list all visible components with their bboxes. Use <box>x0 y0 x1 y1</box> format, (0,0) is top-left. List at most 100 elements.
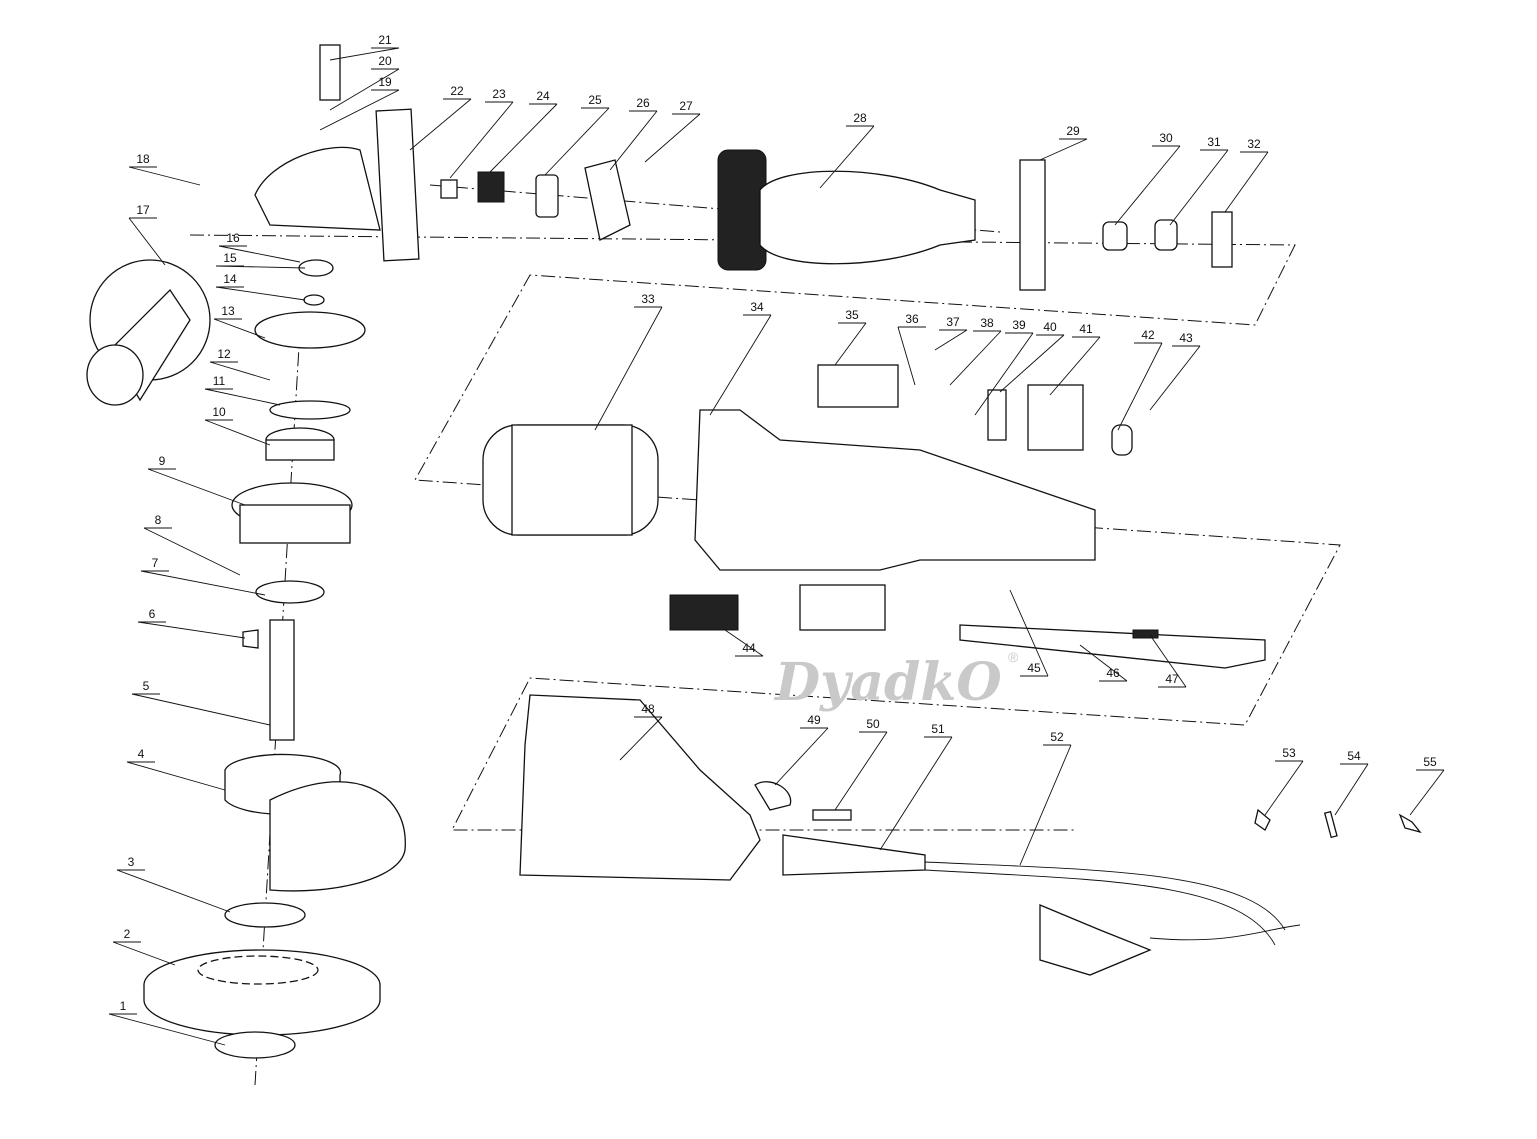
part-label-35: 35 <box>834 308 867 366</box>
leader-line <box>1019 744 1072 866</box>
spindle-5 <box>269 619 295 741</box>
leader-line <box>709 314 772 416</box>
part-number: 25 <box>588 93 602 107</box>
leader-line <box>140 570 266 596</box>
outer-nut-1 <box>214 1031 296 1059</box>
leader-line <box>128 217 166 266</box>
part-number: 6 <box>149 607 156 621</box>
part-number: 8 <box>155 513 162 527</box>
part-label-15: 15 <box>215 251 306 269</box>
part-number: 13 <box>221 304 235 318</box>
leader-line <box>1149 345 1201 411</box>
leader-line <box>1169 149 1229 226</box>
disc-2-ring <box>197 955 319 985</box>
part-label-54: 54 <box>1334 749 1369 816</box>
guard-4 <box>269 781 406 892</box>
part-label-38: 38 <box>949 316 1002 386</box>
part-number: 28 <box>853 111 867 125</box>
part-number: 7 <box>152 556 159 570</box>
brush-holder-32 <box>1211 211 1233 268</box>
part-label-48: 48 <box>619 702 663 761</box>
housing-plate-22 <box>375 108 420 262</box>
leader-line <box>1264 760 1304 816</box>
gear-24 <box>477 171 505 203</box>
part-number: 20 <box>378 54 392 68</box>
part-number: 39 <box>1012 318 1026 332</box>
leader-line <box>1224 151 1269 213</box>
side-handle-17-end <box>86 344 144 406</box>
part-number: 18 <box>136 152 150 166</box>
part-number: 19 <box>378 75 392 89</box>
leader-line <box>215 265 306 269</box>
part-number: 48 <box>641 702 655 716</box>
part-label-22: 22 <box>409 84 472 151</box>
leader-line <box>619 716 663 761</box>
switch-bar-46 <box>959 624 1266 669</box>
part-label-20: 20 <box>329 54 400 111</box>
part-label-34: 34 <box>709 300 772 416</box>
leader-line <box>137 621 246 639</box>
part-number: 38 <box>980 316 994 330</box>
leader-line <box>126 761 226 791</box>
bearing-25 <box>535 174 559 218</box>
part-label-27: 27 <box>644 99 701 163</box>
leader-line <box>974 332 1034 416</box>
screw-50 <box>812 809 852 821</box>
part-label-7: 7 <box>140 556 266 596</box>
watermark: DyadkO <box>773 652 1002 713</box>
part-number: 33 <box>641 292 655 306</box>
part-number: 40 <box>1043 320 1057 334</box>
part-number: 16 <box>226 231 240 245</box>
part-label-6: 6 <box>137 607 246 639</box>
baffle-29 <box>1019 159 1046 291</box>
part-label-29: 29 <box>1039 124 1088 161</box>
part-number: 43 <box>1179 331 1193 345</box>
gasket-26 <box>584 159 631 241</box>
motor-housing-34 <box>694 409 1096 571</box>
part-number: 34 <box>750 300 764 314</box>
spring-47 <box>1132 629 1159 639</box>
part-number: 46 <box>1106 666 1120 680</box>
part-label-43: 43 <box>1149 331 1201 411</box>
part-number: 22 <box>450 84 464 98</box>
part-number: 23 <box>492 87 506 101</box>
part-label-3: 3 <box>116 855 231 913</box>
part-number: 47 <box>1165 672 1179 686</box>
leader-line <box>329 68 400 111</box>
bearing-10-body <box>265 439 335 461</box>
leader-line <box>834 731 888 811</box>
part-number: 36 <box>905 312 919 326</box>
bearing-23 <box>440 179 458 199</box>
part-number: 12 <box>217 347 231 361</box>
part-label-47: 47 <box>1149 634 1187 688</box>
part-number: 49 <box>807 713 821 727</box>
part-label-8: 8 <box>143 513 241 576</box>
leader-line <box>1039 138 1088 161</box>
leader-line <box>1117 342 1163 431</box>
leader-line <box>329 47 400 61</box>
leader-line <box>897 326 926 386</box>
cord-guard-51 <box>782 834 926 876</box>
part-number: 17 <box>136 203 150 217</box>
part-label-50: 50 <box>834 717 888 811</box>
terminal-54 <box>1323 810 1338 839</box>
part-label-19: 19 <box>319 75 400 131</box>
part-number: 37 <box>946 315 960 329</box>
part-label-49: 49 <box>774 713 829 786</box>
leader-line <box>834 322 867 366</box>
part-number: 53 <box>1282 746 1296 760</box>
stator-33 <box>511 424 633 536</box>
part-number: 21 <box>378 33 392 47</box>
part-label-16: 16 <box>218 231 301 263</box>
part-number: 26 <box>636 96 650 110</box>
leader-line <box>143 527 241 576</box>
part-number: 24 <box>536 89 550 103</box>
washer-7 <box>255 580 325 604</box>
part-label-23: 23 <box>449 87 514 179</box>
leader-line <box>879 736 953 851</box>
part-label-25: 25 <box>544 93 610 176</box>
cord-52 <box>924 861 1286 946</box>
part-label-46: 46 <box>1079 644 1128 682</box>
leader-line <box>999 334 1065 393</box>
part-label-21: 21 <box>329 33 400 61</box>
